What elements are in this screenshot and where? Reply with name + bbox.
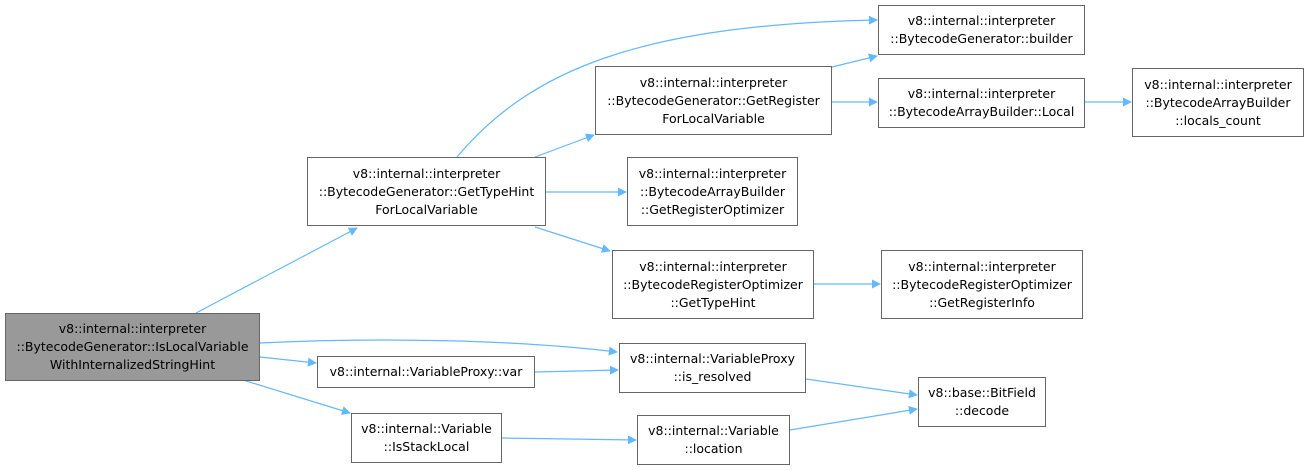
node-label-line: ::GetTypeHint <box>670 294 756 310</box>
node-get-register-for-local-variable[interactable]: v8::internal::interpreter ::BytecodeGene… <box>595 66 832 135</box>
edge-get-type-hint-to-get-register <box>534 133 595 158</box>
node-label-line: WithInternalizedStringHint <box>49 357 216 372</box>
node-label-line: v8::internal::interpreter <box>58 321 207 336</box>
node-label-line: ::GetRegisterOptimizer <box>640 201 785 217</box>
node-label-line: v8::internal::interpreter <box>638 165 787 181</box>
node-get-register-optimizer[interactable]: v8::internal::interpreter ::BytecodeArra… <box>627 157 798 226</box>
node-is-local-variable-with-internalized-string-hint[interactable]: v8::internal::interpreter ::BytecodeGene… <box>5 313 260 381</box>
node-variable-proxy-is-resolved[interactable]: v8::internal::VariableProxy ::is_resolve… <box>619 343 806 393</box>
edge-get-register-to-builder <box>831 53 878 68</box>
edge-root-to-get-type-hint <box>195 227 358 314</box>
node-locals-count[interactable]: v8::internal::interpreter ::BytecodeArra… <box>1132 68 1304 137</box>
node-bytecode-generator-builder[interactable]: v8::internal::interpreter ::BytecodeGene… <box>878 5 1085 55</box>
node-label-line: ::BytecodeGenerator::GetRegister <box>607 92 820 108</box>
edge-proxy-var-to-is-resolved <box>534 365 619 375</box>
node-label-line: v8::internal::interpreter <box>639 74 788 90</box>
edge-root-to-is-resolved <box>259 339 618 356</box>
node-label-line: v8::internal::Variable <box>648 423 779 438</box>
node-label-line: ::BytecodeGenerator::IsLocalVariable <box>16 339 249 354</box>
node-variable-is-stack-local[interactable]: v8::internal::Variable ::IsStackLocal <box>351 413 502 463</box>
node-label-line: ::BytecodeGenerator::GetTypeHint <box>318 183 535 199</box>
edge-get-type-hint-to-opt-get-type-hint <box>534 226 611 253</box>
node-label-line: ::BytecodeRegisterOptimizer <box>892 276 1072 292</box>
node-label-line: v8::internal::interpreter <box>907 86 1056 101</box>
node-label-line: ::GetRegisterInfo <box>929 294 1035 310</box>
node-label-line: v8::internal::interpreter <box>352 165 501 181</box>
node-label-line: ForLocalVariable <box>375 201 478 217</box>
node-label-line: v8::base::BitField <box>928 385 1036 400</box>
node-label-line: v8::internal::interpreter <box>639 258 787 274</box>
edge-get-type-hint-to-builder <box>456 15 878 158</box>
node-variable-location[interactable]: v8::internal::Variable ::location <box>637 415 790 465</box>
node-get-type-hint-for-local-variable[interactable]: v8::internal::interpreter ::BytecodeGene… <box>307 157 546 226</box>
node-label-line: ForLocalVariable <box>662 110 765 126</box>
node-label-line: ::BytecodeRegisterOptimizer <box>623 276 803 292</box>
node-label-line: ::locals_count <box>1175 112 1261 128</box>
edge-is-stack-local-to-location <box>501 435 637 445</box>
node-label-line: v8::internal::VariableProxy <box>629 351 795 366</box>
node-label-line: v8::internal::Variable <box>361 421 492 436</box>
node-label-line: ::is_resolved <box>673 369 752 384</box>
node-label-line: ::BytecodeArrayBuilder <box>639 183 785 199</box>
edge-root-to-is-stack-local <box>242 379 351 415</box>
node-variable-proxy-var[interactable]: v8::internal::VariableProxy::var <box>317 356 535 388</box>
edge-root-to-proxy-var <box>259 356 317 367</box>
node-label-line: ::location <box>684 441 743 456</box>
node-label-line: ::BytecodeArrayBuilder <box>1145 94 1291 110</box>
node-bitfield-decode[interactable]: v8::base::BitField ::decode <box>918 377 1046 427</box>
node-label-line: v8::internal::interpreter <box>907 13 1056 28</box>
node-bytecode-array-builder-local[interactable]: v8::internal::interpreter ::BytecodeArra… <box>878 78 1085 128</box>
node-label-line: v8::internal::interpreter <box>1144 76 1292 92</box>
edge-is-resolved-to-decode <box>805 378 918 399</box>
node-label-line: v8::internal::VariableProxy::var <box>329 364 523 379</box>
node-label-line: ::BytecodeArrayBuilder::Local <box>888 104 1075 119</box>
node-get-register-info[interactable]: v8::internal::interpreter ::BytecodeRegi… <box>881 250 1083 319</box>
edge-location-to-decode <box>789 405 918 431</box>
node-label-line: ::BytecodeGenerator::builder <box>890 31 1073 46</box>
node-label-line: ::IsStackLocal <box>383 439 470 454</box>
node-label-line: v8::internal::interpreter <box>908 258 1056 274</box>
node-label-line: ::decode <box>954 403 1010 418</box>
node-register-optimizer-get-type-hint[interactable]: v8::internal::interpreter ::BytecodeRegi… <box>612 250 814 319</box>
